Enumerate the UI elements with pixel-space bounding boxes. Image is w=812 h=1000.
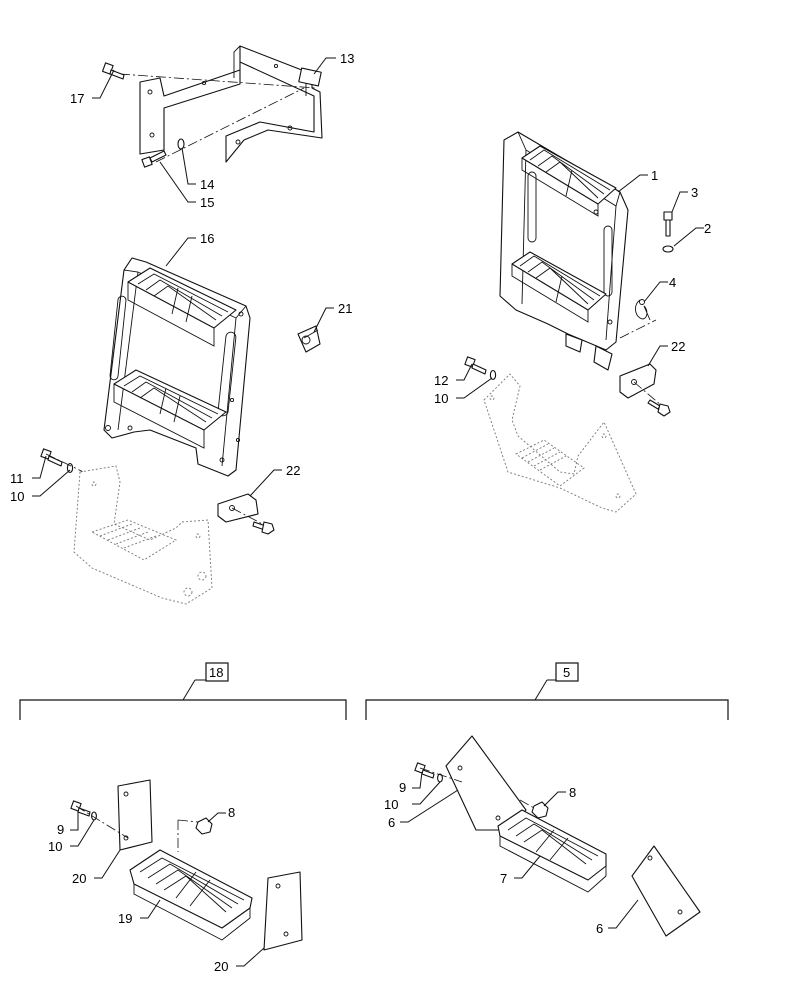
bolt-part-9-right [414, 762, 435, 779]
callout-11: 11 [10, 471, 24, 486]
callout-20-upper: 20 [72, 871, 86, 886]
clip-part-4 [635, 299, 651, 321]
lynch-pin-part-21 [297, 325, 321, 353]
plate-part-22-left [217, 493, 259, 523]
callout-17: 17 [70, 91, 84, 106]
callout-10-bottom-left: 10 [48, 839, 62, 854]
callout-18: 18 [209, 665, 223, 680]
washer-part-14 [177, 138, 185, 150]
callout-14: 14 [200, 177, 214, 192]
plate-part-22-right [619, 363, 657, 399]
washer-part-2 [662, 245, 674, 253]
callout-7: 7 [500, 871, 507, 886]
bolt-part-3 [663, 211, 673, 237]
callout-9-right: 9 [399, 780, 406, 795]
step-tread-part-19 [129, 849, 253, 941]
callout-10-left-upper: 10 [10, 489, 24, 504]
step-assembly-part-1 [499, 131, 629, 371]
washer-part-10-right [489, 369, 497, 381]
callout-1: 1 [651, 168, 658, 183]
callout-22-left: 22 [286, 463, 300, 478]
callout-21: 21 [338, 301, 352, 316]
side-plate-part-20-upper [117, 779, 153, 851]
callout-20-lower: 20 [214, 959, 228, 974]
callout-2: 2 [704, 221, 711, 236]
side-plate-part-20-lower [263, 871, 303, 951]
bolt-part-22-right-fastener [647, 399, 671, 417]
bolt-part-17 [101, 62, 125, 80]
callout-16: 16 [200, 231, 214, 246]
callout-8-right: 8 [569, 785, 576, 800]
mounting-bracket-part-13 [139, 45, 323, 163]
callout-19: 19 [118, 911, 132, 926]
callout-8-left: 8 [228, 805, 235, 820]
lower-step-ghost-right [483, 373, 637, 513]
callout-22-right: 22 [671, 339, 685, 354]
bolt-part-22-left-fastener [252, 521, 275, 535]
callout-12: 12 [434, 373, 448, 388]
bolt-part-15 [141, 150, 167, 168]
callout-6-upper: 6 [388, 815, 395, 830]
callout-15: 15 [200, 195, 214, 210]
step-ladder-part-16 [103, 257, 251, 477]
callout-13: 13 [340, 51, 354, 66]
callout-4: 4 [669, 275, 676, 290]
callout-5: 5 [563, 665, 570, 680]
callout-10-left-mid: 10 [434, 391, 448, 406]
lower-step-ghost-left [73, 465, 213, 605]
callout-10-bottom-right: 10 [384, 797, 398, 812]
callout-9-left: 9 [57, 822, 64, 837]
callout-3: 3 [691, 185, 698, 200]
side-plate-part-6-lower [631, 845, 701, 937]
bolt-part-12 [464, 356, 487, 375]
callout-6-lower: 6 [596, 921, 603, 936]
step-tread-part-7 [497, 809, 607, 893]
